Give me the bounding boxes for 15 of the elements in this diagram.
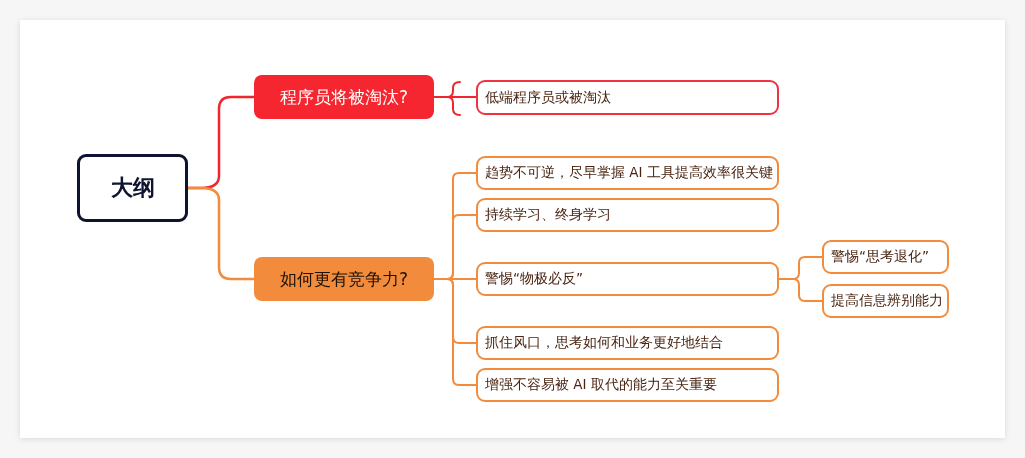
subtopic: 抓住风口，思考如何和业务更好地结合	[476, 326, 779, 360]
main-topic: 程序员将被淘汰?	[254, 75, 434, 119]
main-topic: 如何更有竞争力?	[254, 257, 434, 301]
subtopic: 提高信息辨别能力	[822, 284, 949, 318]
brace-connector	[186, 186, 256, 281]
subtopic: 低端程序员或被淘汰	[476, 80, 779, 115]
subtopic: 增强不容易被 AI 取代的能力至关重要	[476, 368, 779, 402]
brace-connector	[433, 96, 477, 98]
subtopic: 趋势不可逆，尽早掌握 AI 工具提高效率很关键	[476, 156, 779, 190]
central-topic: 大纲	[77, 154, 188, 222]
brace-connector	[433, 278, 477, 386]
brace-connector	[778, 278, 823, 302]
subtopic: 持续学习、终身学习	[476, 198, 779, 232]
subtopic: 警惕“物极必反”	[476, 262, 779, 296]
subtopic: 警惕“思考退化”	[822, 240, 949, 274]
